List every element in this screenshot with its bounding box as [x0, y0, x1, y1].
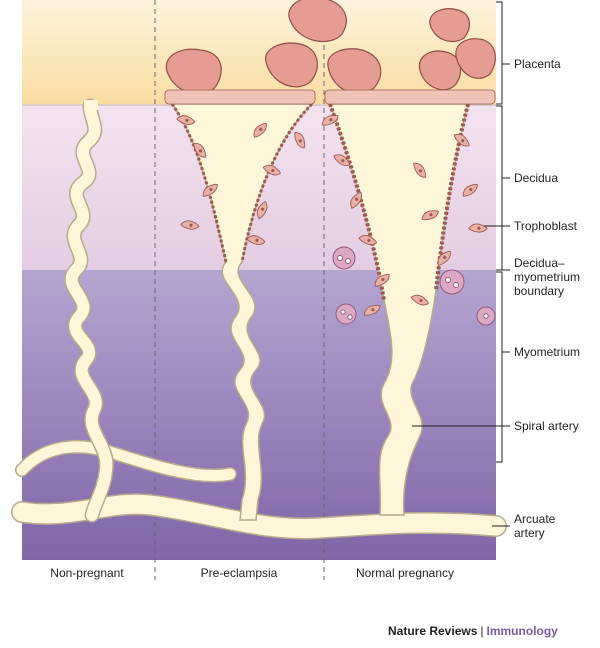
label-boundary-1: Decidua–	[514, 256, 565, 270]
placenta-layer	[22, 0, 496, 106]
decidual-cells	[332, 246, 496, 326]
label-arcuate-2: artery	[514, 526, 545, 540]
label-decidua: Decidua	[514, 171, 559, 185]
label-spiral-artery: Spiral artery	[514, 419, 579, 433]
column-label-normal-pregnancy: Normal pregnancy	[355, 566, 455, 580]
credit-separator: |	[480, 624, 484, 638]
journal-credit: Nature Reviews|Immunology	[388, 624, 558, 638]
spiral-artery-non-pregnant	[64, 98, 114, 523]
label-boundary-2: myometrium	[514, 270, 581, 284]
placental-villi	[165, 0, 496, 95]
label-arcuate-1: Arcuate	[514, 512, 556, 526]
label-placenta: Placenta	[514, 57, 561, 71]
label-boundary-3: boundary	[514, 284, 565, 298]
column-label-non-pregnant: Non-pregnant	[50, 566, 124, 580]
label-brackets	[412, 1, 510, 527]
journal-name: Immunology	[486, 624, 558, 638]
label-myometrium: Myometrium	[514, 345, 581, 359]
column-label-pre-eclampsia: Pre-eclampsia	[200, 566, 278, 580]
publisher-name: Nature Reviews	[388, 624, 478, 638]
label-trophoblast: Trophoblast	[514, 219, 577, 233]
cytotrophoblast-plate	[164, 89, 496, 105]
